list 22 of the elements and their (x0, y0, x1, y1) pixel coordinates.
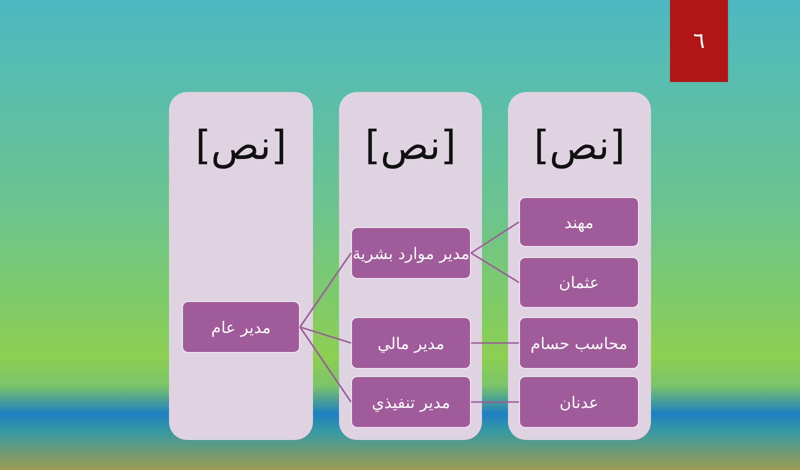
role-box: محاسب حسام (519, 317, 639, 369)
column-panel (339, 92, 482, 440)
column-heading: [نص] (364, 122, 456, 170)
role-box: مدير عام (182, 301, 300, 353)
slide-number: ٦ (670, 0, 728, 82)
connector-line (299, 326, 352, 402)
connector-line (471, 342, 519, 344)
role-box: مدير تنفيذي (351, 376, 471, 428)
column-heading: [نص] (534, 122, 626, 170)
role-box: مدير موارد بشرية (351, 227, 471, 279)
role-box: مهند (519, 197, 639, 247)
connector-line (299, 252, 352, 328)
column-panel (508, 92, 651, 440)
column-heading: [نص] (195, 122, 287, 170)
connector-line (300, 326, 352, 344)
column-panel (169, 92, 313, 440)
role-box: مدير مالي (351, 317, 471, 369)
connector-line (470, 252, 520, 284)
role-box: عثمان (519, 257, 639, 308)
connector-line (470, 221, 520, 254)
role-box: عدنان (519, 376, 639, 428)
connector-line (471, 401, 519, 403)
